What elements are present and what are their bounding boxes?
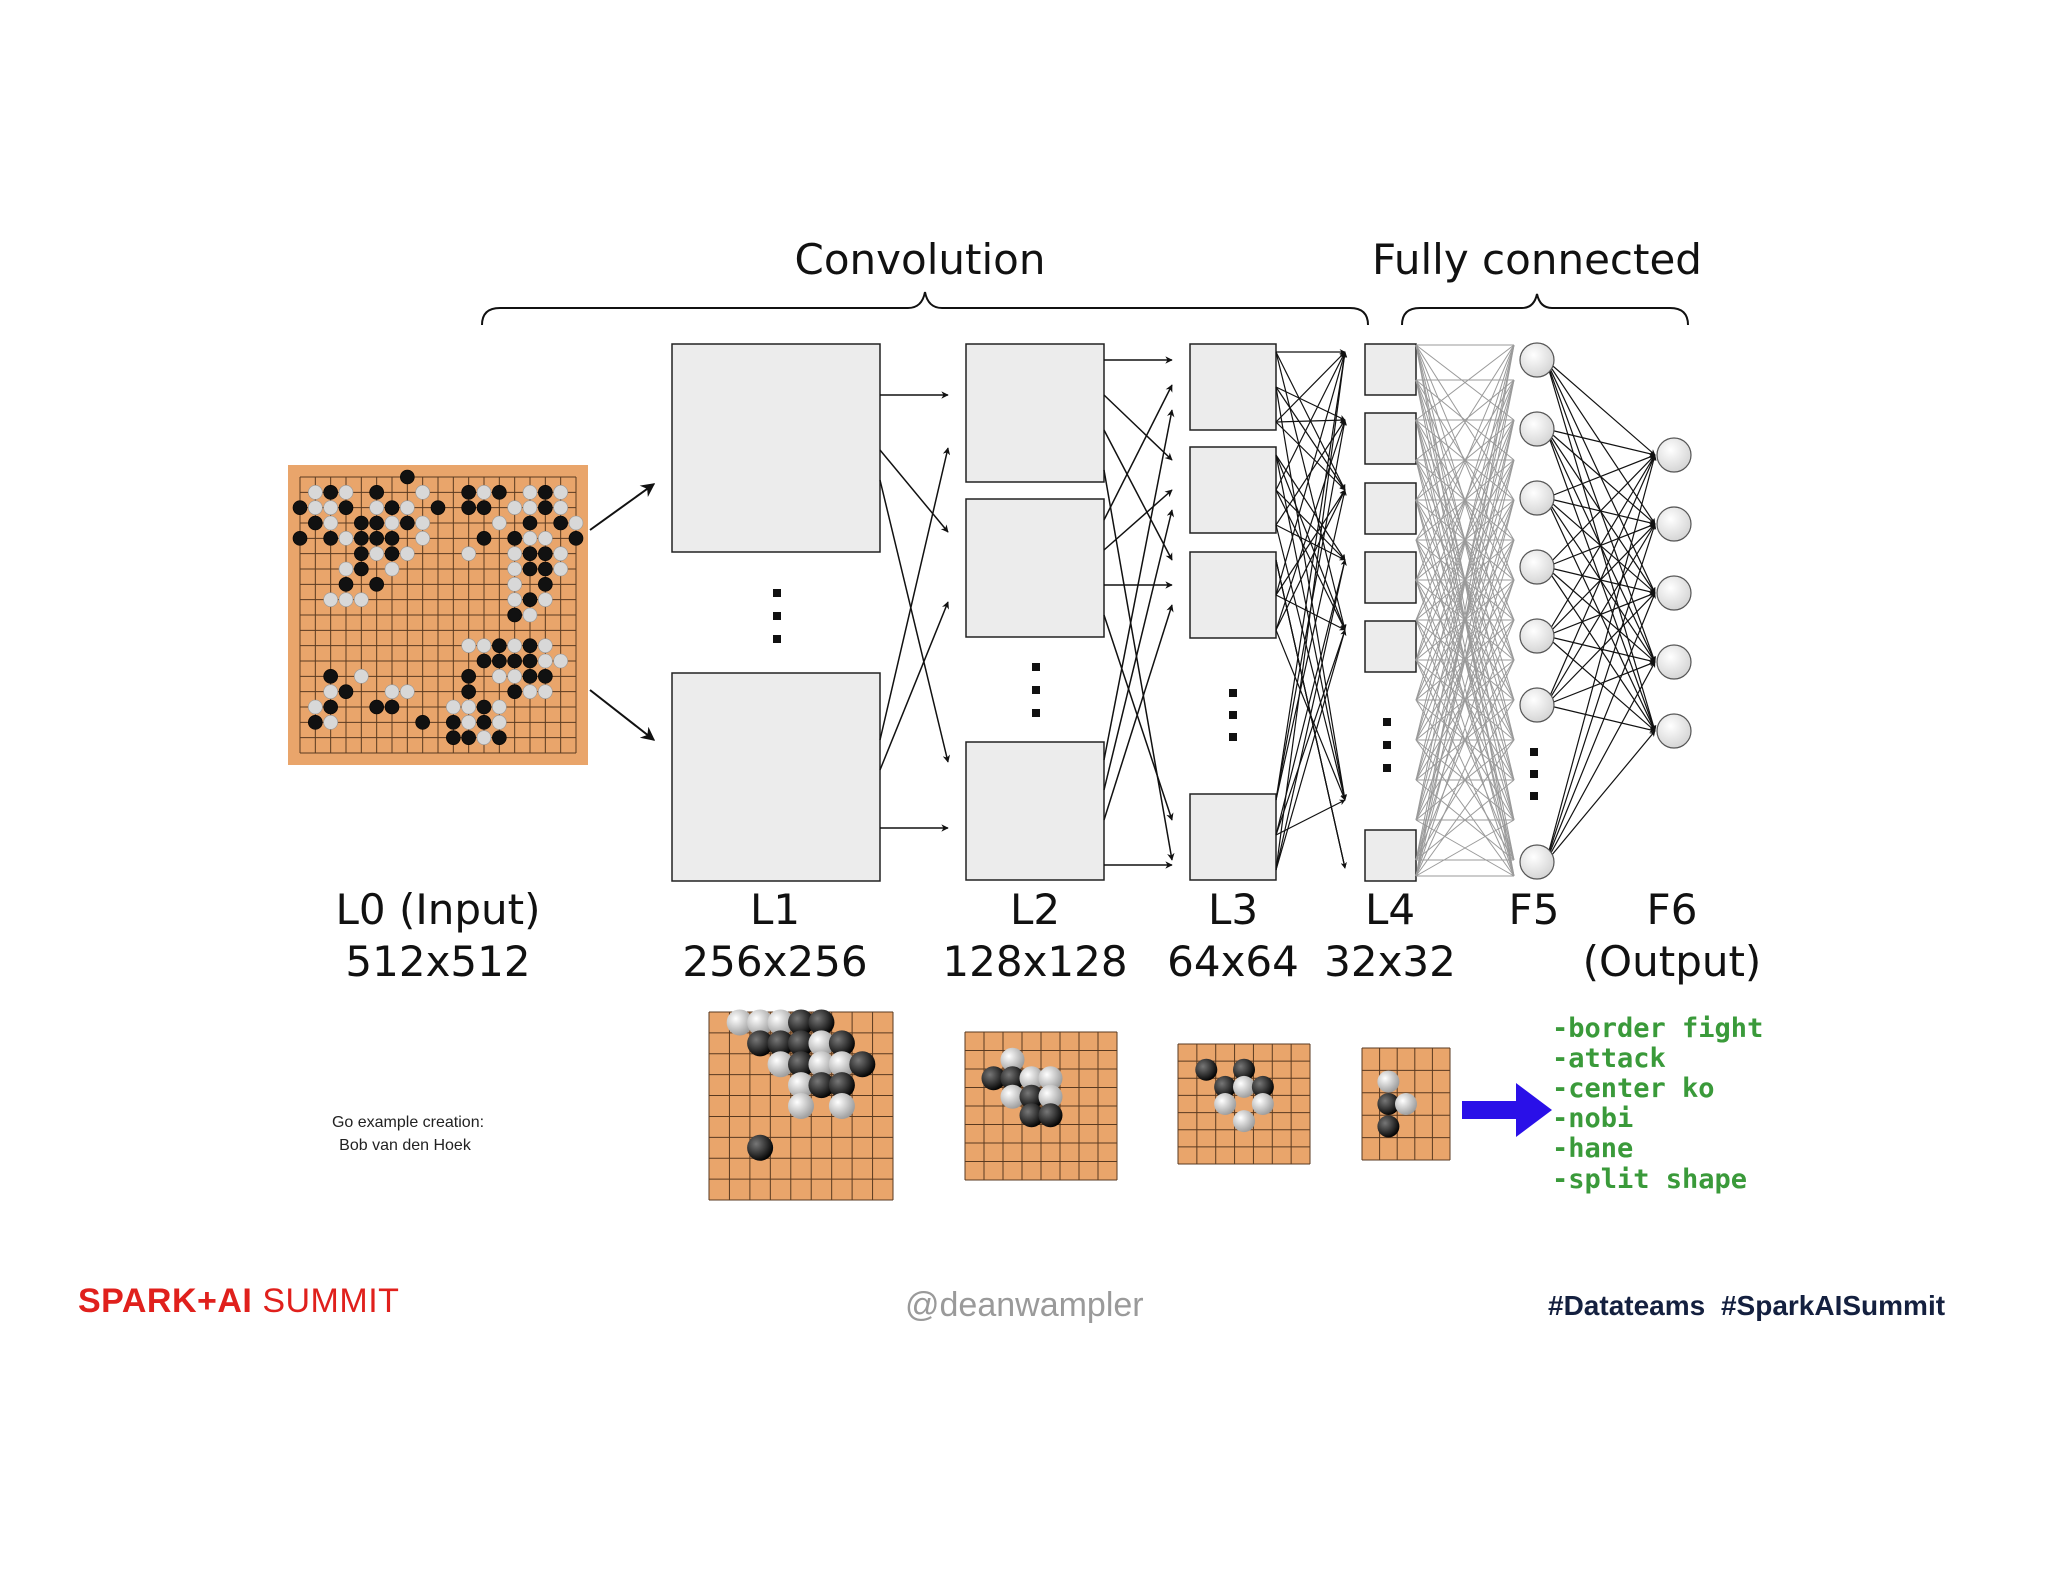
pattern-board-l4 — [1361, 1047, 1451, 1161]
pattern-board-l3 — [1177, 1043, 1311, 1165]
layer-l2-size: 128x128 — [942, 937, 1127, 986]
output-label-6: -split shape — [1552, 1164, 1747, 1195]
l1-ellipsis — [773, 589, 781, 643]
layer-l1-size: 256x256 — [682, 937, 867, 986]
output-label-3: -center ko — [1552, 1073, 1715, 1104]
l4-to-f5-connections — [1415, 344, 1515, 877]
layer-l0-size: 512x512 — [345, 937, 530, 986]
convolution-brace — [481, 291, 1369, 326]
layer-f6-name: F6 — [1647, 885, 1698, 934]
layer-l4-size: 32x32 — [1324, 937, 1456, 986]
brand-logo-light: SUMMIT — [262, 1282, 400, 1320]
credit-line-1: Go example creation: — [332, 1114, 484, 1131]
output-label-1: -border fight — [1552, 1013, 1763, 1044]
output-arrow-icon — [1462, 1083, 1552, 1137]
layer-l0-name: L0 (Input) — [336, 885, 541, 934]
credit-line-2: Bob van den Hoek — [339, 1137, 472, 1154]
l2-to-l3-arrows — [1103, 356, 1175, 869]
output-label-5: -hane — [1552, 1133, 1633, 1164]
f5-ellipsis — [1530, 748, 1538, 800]
l3-map-1 — [1189, 343, 1277, 431]
l4-ellipsis — [1383, 718, 1391, 772]
l3-map-4 — [1189, 793, 1277, 881]
l4-maps — [1364, 343, 1417, 882]
input-go-board — [288, 465, 588, 765]
pattern-board-l2 — [964, 1031, 1118, 1181]
layer-l1-name: L1 — [750, 885, 800, 934]
output-label-2: -attack — [1552, 1043, 1666, 1074]
l3-ellipsis — [1229, 689, 1237, 741]
l2-map-1 — [965, 343, 1105, 483]
l1-map-top — [671, 343, 881, 553]
layer-l4-name: L4 — [1365, 885, 1415, 934]
layer-l3-size: 64x64 — [1167, 937, 1299, 986]
layer-l3-name: L3 — [1208, 885, 1258, 934]
arrow-input-bottom — [589, 689, 656, 741]
l3-to-l4-arrows — [1275, 349, 1348, 871]
layer-l2-name: L2 — [1010, 885, 1060, 934]
brand-logo: SPARK+AI SUMMIT — [78, 1282, 399, 1321]
f5-to-f6-arrows — [1545, 359, 1657, 863]
hashtags: #Datateams #SparkAISummit — [1548, 1290, 1946, 1321]
output-label-4: -nobi — [1552, 1103, 1633, 1134]
f6-output-nodes — [1656, 437, 1692, 749]
l2-ellipsis — [1032, 663, 1040, 717]
l3-map-2 — [1189, 446, 1277, 534]
section-fully-connected: Fully connected — [1372, 235, 1702, 284]
layer-f6-size: (Output) — [1583, 937, 1762, 986]
fully-connected-brace — [1401, 293, 1689, 326]
l1-map-bottom — [671, 672, 881, 882]
section-convolution: Convolution — [795, 235, 1046, 284]
pattern-board-l1 — [708, 1009, 894, 1201]
layer-f5-name: F5 — [1509, 885, 1560, 934]
l3-map-3 — [1189, 551, 1277, 639]
l1-to-l2-arrows — [879, 391, 951, 832]
author-handle: @deanwampler — [905, 1286, 1144, 1324]
l2-map-3 — [965, 741, 1105, 881]
f5-nodes — [1519, 342, 1555, 880]
brand-logo-bold: SPARK+AI — [78, 1282, 253, 1320]
arrow-input-top — [589, 483, 656, 531]
l2-map-2 — [965, 498, 1105, 638]
